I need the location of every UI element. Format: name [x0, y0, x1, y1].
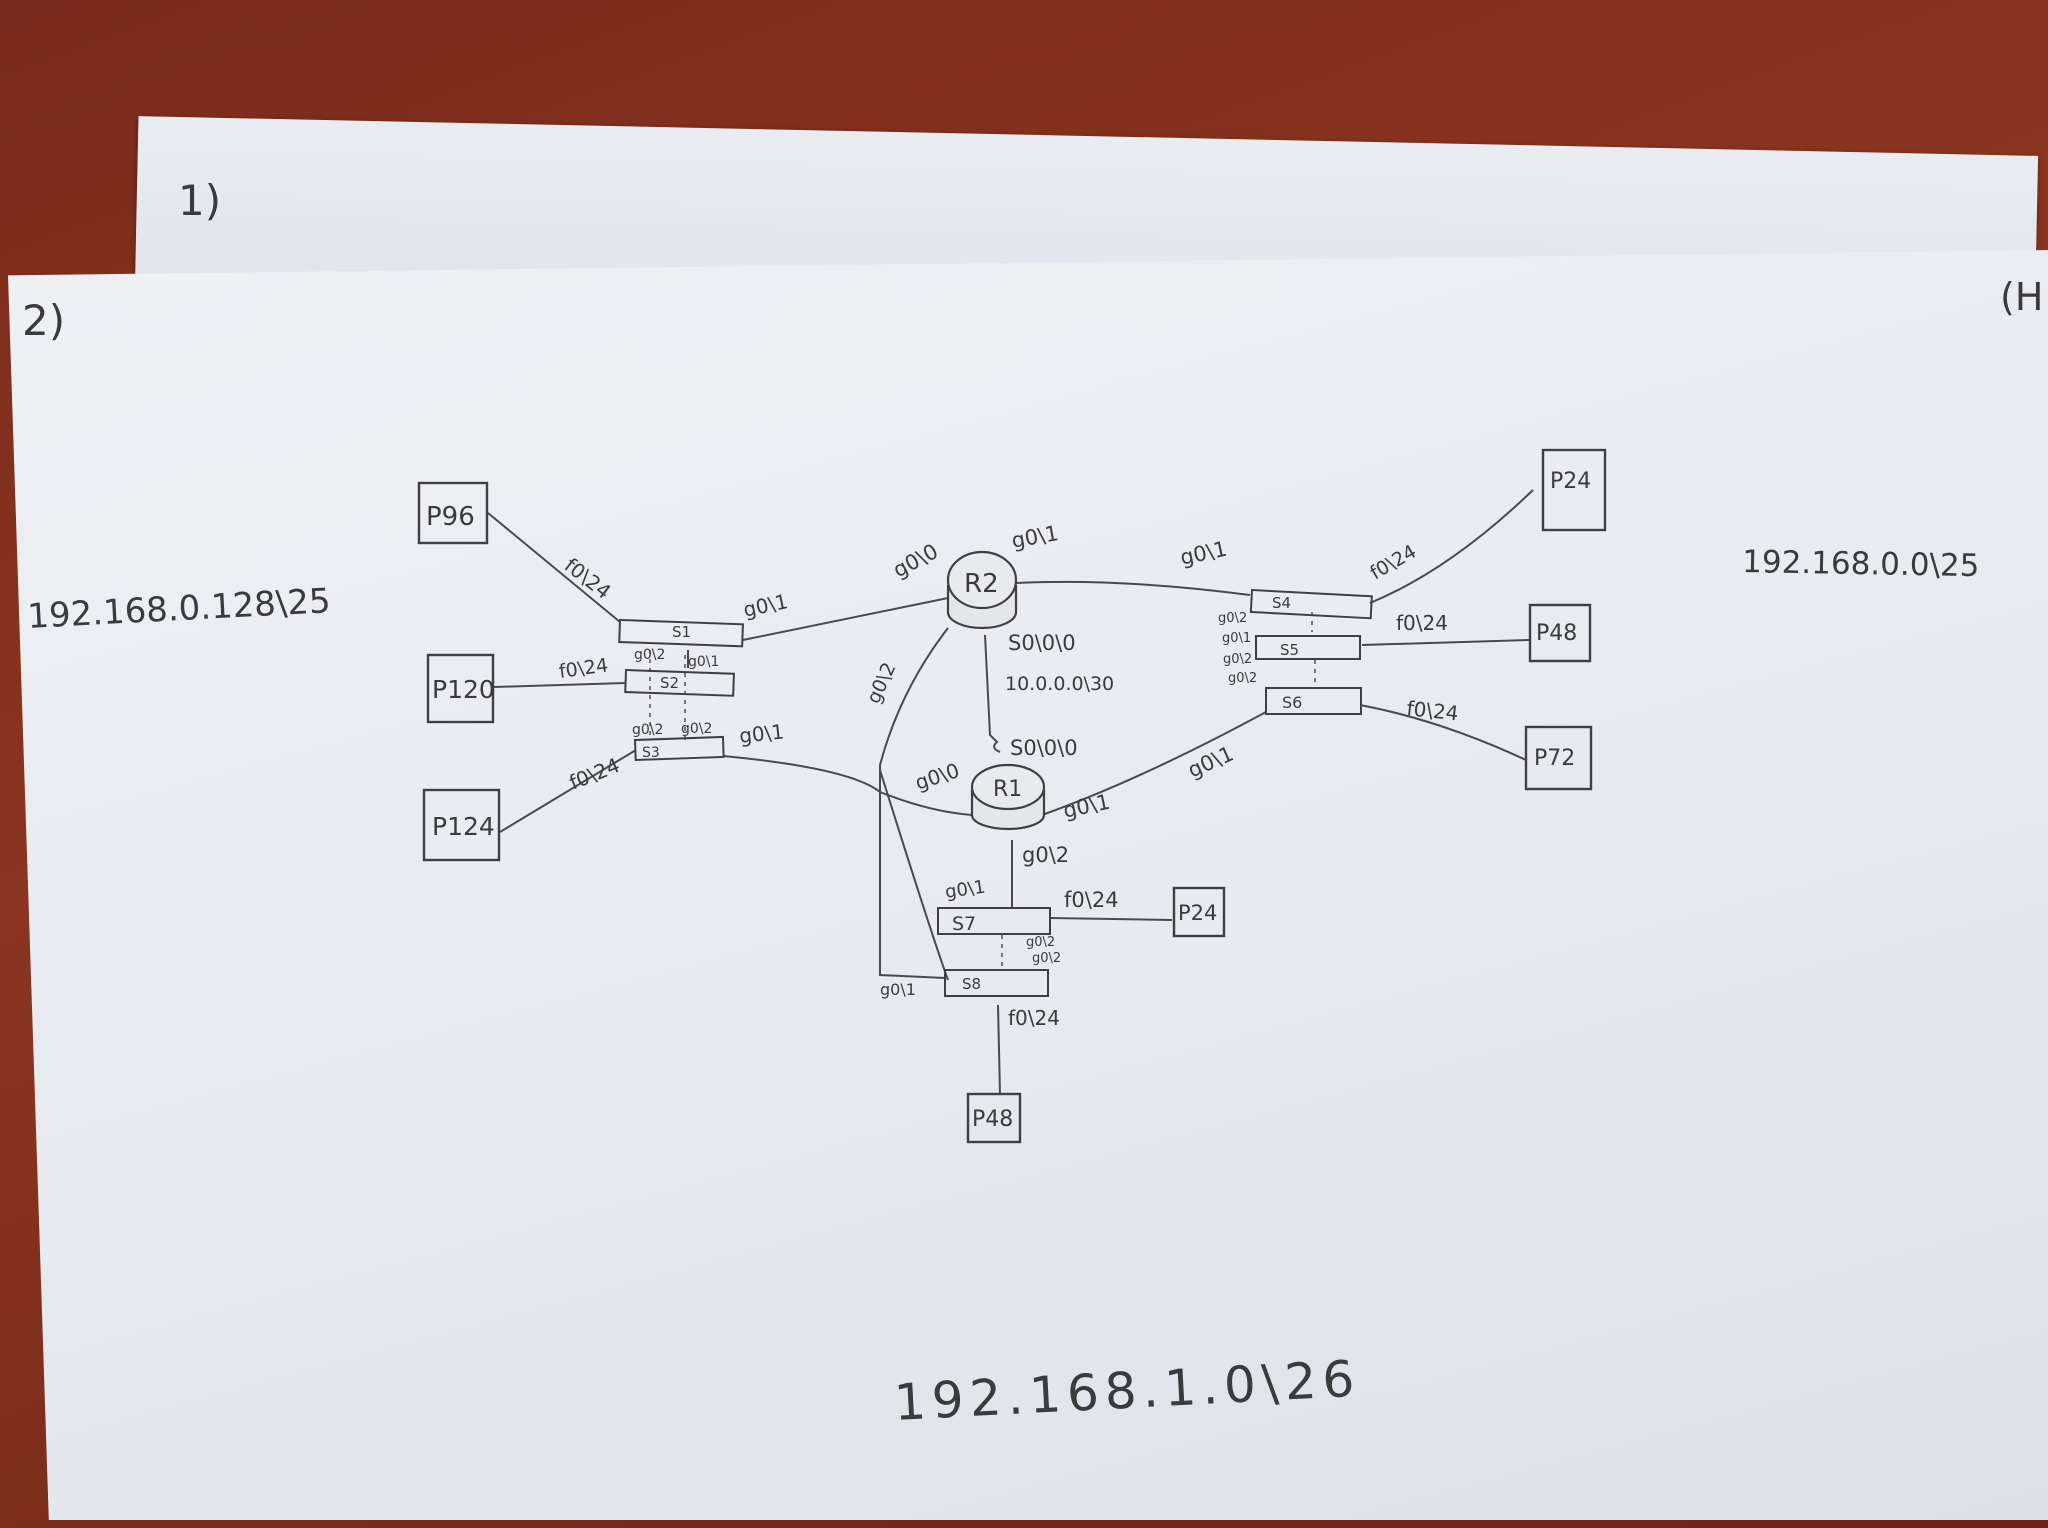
port-label-s8-p48: f0\24 [1008, 1006, 1060, 1030]
port-label-p120-s2: f0\24 [558, 654, 610, 683]
subnet-label-bottom: 192.168.1.0\26 [893, 1350, 1362, 1432]
pc-p48-right: P48 [1528, 603, 1592, 663]
back-sheet-number: 1) [178, 176, 221, 225]
switch-s2: S2 [624, 668, 735, 697]
link-s8-p48 [997, 1004, 1001, 1095]
edge-fragment-text: (H [2000, 275, 2043, 319]
port-label-s5-p48: f0\24 [1396, 611, 1448, 635]
switch-s2-label: S2 [660, 674, 679, 692]
port-label-s4-p24: f0\24 [1367, 541, 1421, 585]
subnet-label-left: 192.168.0.128\25 [26, 581, 331, 637]
pc-p24-bottom-label: P24 [1178, 901, 1217, 925]
port-label-s1-down: g0\2 [634, 647, 665, 663]
pc-p48-bottom: P48 [966, 1092, 1022, 1144]
pc-p124-label: P124 [432, 812, 495, 841]
port-label-s3-up-a: g0\2 [632, 722, 663, 738]
pc-p124: P124 [422, 788, 501, 862]
switch-s3: S3 [633, 735, 725, 762]
switch-s4: S4 [1249, 588, 1373, 620]
port-label-s5-down: g0\2 [1223, 652, 1252, 667]
port-label-s6-r1: g0\1 [1184, 741, 1237, 782]
link-guide-curve [879, 769, 949, 981]
link-s1-r2 [742, 597, 949, 641]
port-label-s1-r2: g0\1 [741, 589, 790, 622]
pc-p120: P120 [426, 653, 495, 724]
port-label-r1-right: g0\1 [1061, 790, 1112, 823]
port-label-s5-up: g0\1 [1222, 631, 1251, 646]
switch-s5-label: S5 [1280, 641, 1299, 659]
switch-s8: S8 [944, 969, 1049, 997]
port-label-s4-r2: g0\1 [1178, 537, 1229, 570]
switch-s1: S1 [618, 618, 744, 648]
port-label-s6-up: g0\2 [1228, 671, 1257, 686]
switch-s7: S7 [937, 907, 1051, 935]
link-r2-r1-serial [984, 634, 1001, 753]
serial-port-r2-label: S0\0\0 [1008, 631, 1076, 655]
port-label-s4-down: g0\2 [1218, 611, 1247, 626]
router-r1-label: R1 [993, 777, 1022, 802]
switch-s6-label: S6 [1282, 693, 1302, 712]
port-label-p124-s3: f0\24 [566, 753, 623, 795]
port-label-r2-right: g0\1 [1010, 521, 1061, 553]
port-label-s7-p24: f0\24 [1064, 888, 1119, 912]
pc-p96-label: P96 [426, 502, 475, 532]
front-paper-sheet [8, 250, 2048, 1520]
link-p120-s2 [493, 682, 626, 688]
link-p124-s3 [499, 749, 637, 833]
port-label-s3-up-b: g0\2 [681, 721, 712, 737]
switch-s8-label: S8 [962, 975, 981, 993]
pc-p24-right: P24 [1541, 448, 1607, 532]
link-s4-p24 [1369, 489, 1534, 604]
link-s3-r1 [722, 755, 973, 816]
pc-p72-label: P72 [1534, 746, 1575, 771]
port-label-r1-left: g0\0 [912, 758, 962, 795]
link-s7-p24 [1049, 917, 1173, 921]
switch-s7-label: S7 [952, 913, 976, 935]
link-r1-s6 [1041, 711, 1267, 816]
pc-p24-bottom: P24 [1172, 886, 1226, 938]
switch-s4-label: S4 [1272, 594, 1291, 612]
link-r2-s4 [1015, 580, 1251, 596]
serial-port-r1-label: S0\0\0 [1010, 736, 1078, 760]
port-label-s7-up: g0\1 [944, 877, 987, 903]
pc-p48-bottom-label: P48 [972, 1107, 1013, 1132]
port-label-s2-up: g0\1 [688, 654, 719, 670]
router-r1: R1 [970, 763, 1046, 831]
pc-p72: P72 [1524, 725, 1593, 791]
pc-p120-label: P120 [432, 675, 495, 704]
subnet-label-right: 192.168.0.0\25 [1742, 544, 1980, 584]
switch-s1-label: S1 [672, 623, 691, 641]
link-r2-s8 [879, 627, 949, 979]
link-s5-p48 [1361, 639, 1531, 646]
pc-p96: P96 [417, 481, 489, 545]
router-r2: R2 [946, 550, 1018, 630]
port-label-s8-up: g0\2 [1032, 951, 1061, 966]
serial-network-label: 10.0.0.0\30 [1005, 673, 1114, 695]
link-p96-s1 [487, 512, 621, 623]
switch-s5: S5 [1255, 635, 1361, 660]
port-label-s6-p72: f0\24 [1405, 696, 1459, 725]
pc-p48-right-label: P48 [1536, 621, 1577, 646]
pc-p24-right-label: P24 [1550, 469, 1591, 494]
port-label-s8-left: g0\1 [880, 980, 916, 999]
port-label-r2-left: g0\0 [889, 539, 942, 582]
router-r2-label: R2 [964, 569, 999, 599]
port-label-s3-r1: g0\1 [738, 719, 785, 748]
port-label-s7-down: g0\2 [1026, 935, 1055, 950]
switch-s6: S6 [1265, 687, 1362, 715]
front-sheet-number: 2) [22, 296, 65, 345]
switch-s3-label: S3 [642, 745, 660, 761]
port-label-r1-down: g0\2 [1022, 843, 1069, 867]
link-s6-p72 [1359, 704, 1527, 761]
port-label-r2-down: g0\2 [863, 659, 901, 707]
